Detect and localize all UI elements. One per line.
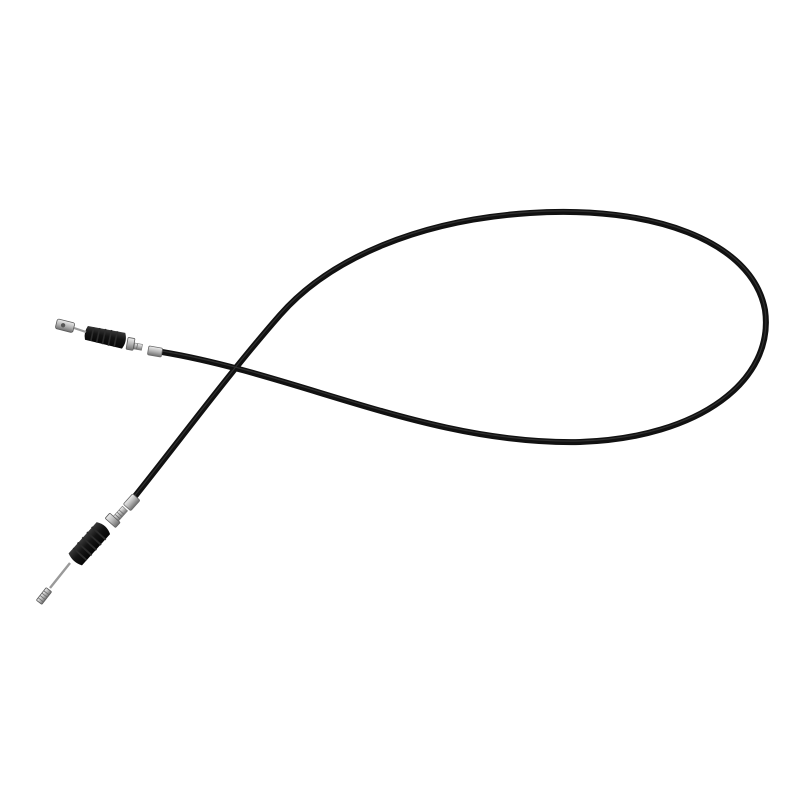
top-end-fitting bbox=[55, 318, 163, 358]
bottom-adjuster bbox=[112, 505, 129, 522]
top-ferrule bbox=[147, 345, 163, 358]
bottom-end-fitting bbox=[36, 493, 140, 605]
bottom-nut bbox=[105, 513, 121, 528]
top-rubber-boot bbox=[84, 325, 126, 349]
bottom-inner-wire bbox=[49, 562, 71, 589]
top-inner-wire bbox=[73, 326, 87, 334]
cable-sheath bbox=[129, 208, 769, 503]
top-nut bbox=[125, 337, 136, 351]
top-clevis bbox=[55, 318, 75, 333]
bottom-ferrule bbox=[123, 493, 140, 511]
bottom-rod-end bbox=[36, 587, 52, 605]
bottom-rubber-boot bbox=[68, 522, 111, 566]
cable-sheath-sheen bbox=[131, 210, 767, 500]
